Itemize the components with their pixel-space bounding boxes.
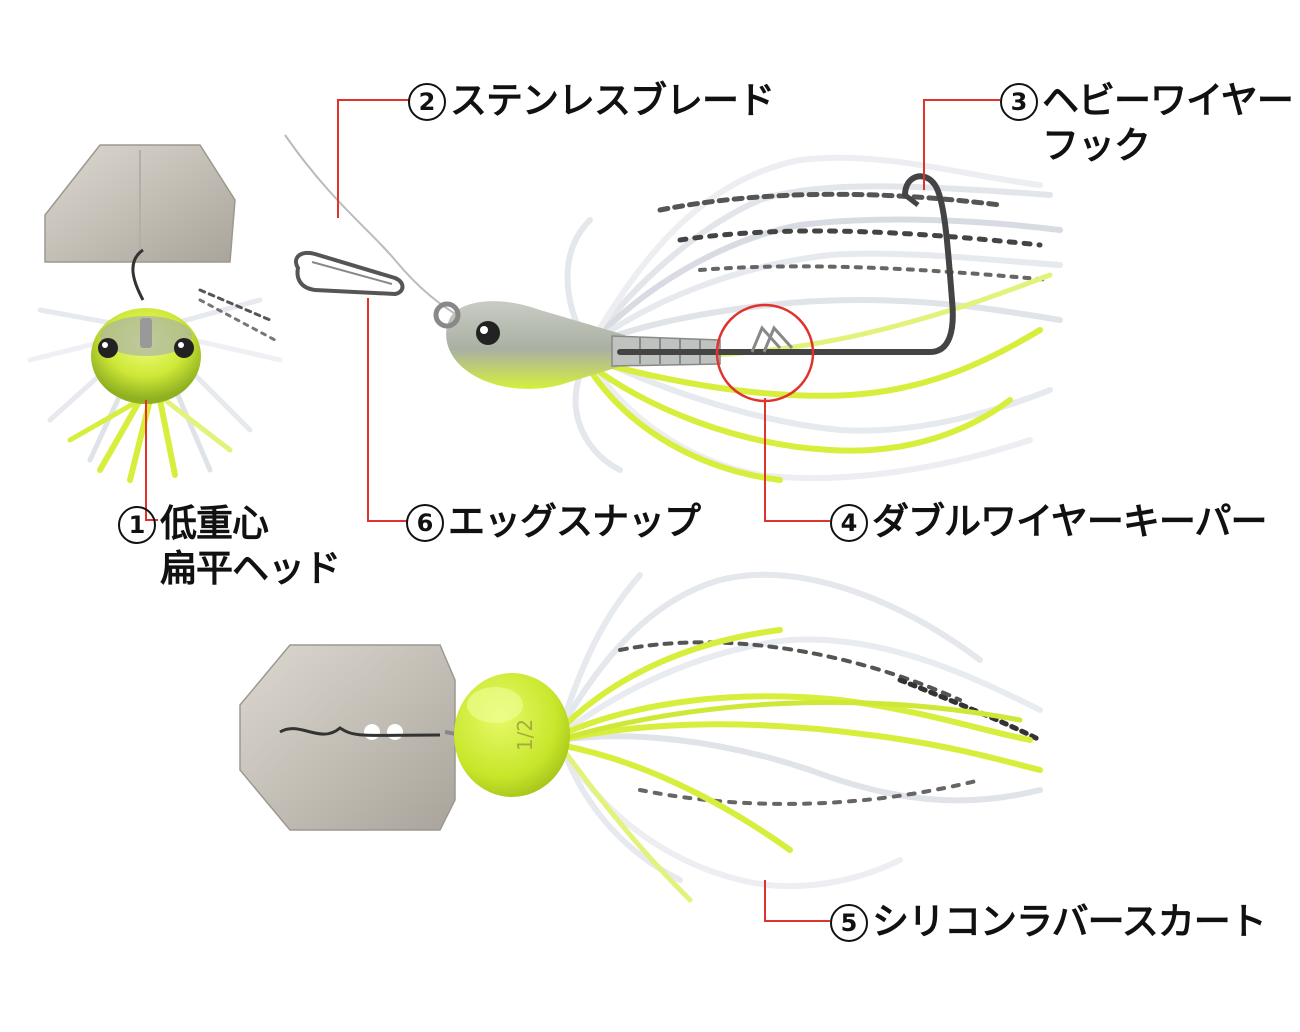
callout-number-4: 4 — [830, 504, 868, 542]
callout-number-1: 1 — [118, 506, 156, 544]
callout-6-line-1: エッグスナップ — [448, 500, 701, 543]
leader-line-4 — [764, 398, 830, 522]
lower-view-lure: 1/2 — [239, 571, 1043, 903]
front-view-lure — [27, 144, 283, 483]
callout-2-line-1: ステンレスブレード — [450, 79, 775, 122]
line-tie-eye — [433, 301, 461, 329]
front-clevis-wire — [131, 248, 145, 301]
callout-number-5: 5 — [830, 904, 868, 942]
head-marking: 1/2 — [513, 719, 537, 751]
callout-4-line-1: ダブルワイヤーキーパー — [872, 500, 1268, 543]
side-eye — [476, 321, 500, 345]
callout-1-label-line-2: 扁平ヘッド — [160, 547, 341, 591]
leader-line-3 — [923, 99, 1000, 190]
callout-number-6: 6 — [406, 504, 444, 542]
leader-line-5 — [764, 880, 830, 922]
lower-clevis-wire — [279, 726, 441, 737]
double-wire-keeper — [750, 325, 794, 353]
side-head — [433, 301, 721, 389]
keeper-highlight-circle — [715, 303, 815, 403]
front-eye-left — [98, 338, 118, 358]
callout-1-line-2: 扁平ヘッド — [160, 547, 341, 590]
lower-blade — [239, 644, 456, 831]
hook-shape — [617, 173, 956, 355]
callout-number-3: 3 — [1000, 83, 1038, 121]
lower-skirt — [557, 571, 1043, 903]
side-skirt — [564, 154, 1063, 483]
callout-3-line-1: ヘビーワイヤー — [1042, 79, 1294, 122]
side-view-lure — [284, 134, 1063, 483]
egg-snap-shape — [294, 251, 405, 297]
front-eye-right — [174, 338, 194, 358]
callout-1-line-1: 低重心 — [160, 502, 269, 545]
callout-number-2: 2 — [408, 83, 446, 121]
callout-3-line-2: フック — [1042, 124, 1151, 167]
callout-5-line-1: シリコンラバースカート — [872, 900, 1267, 943]
leader-line-6 — [367, 298, 408, 522]
callout-3-label-line-2: フック — [1042, 124, 1151, 168]
leader-line-2 — [337, 99, 410, 218]
